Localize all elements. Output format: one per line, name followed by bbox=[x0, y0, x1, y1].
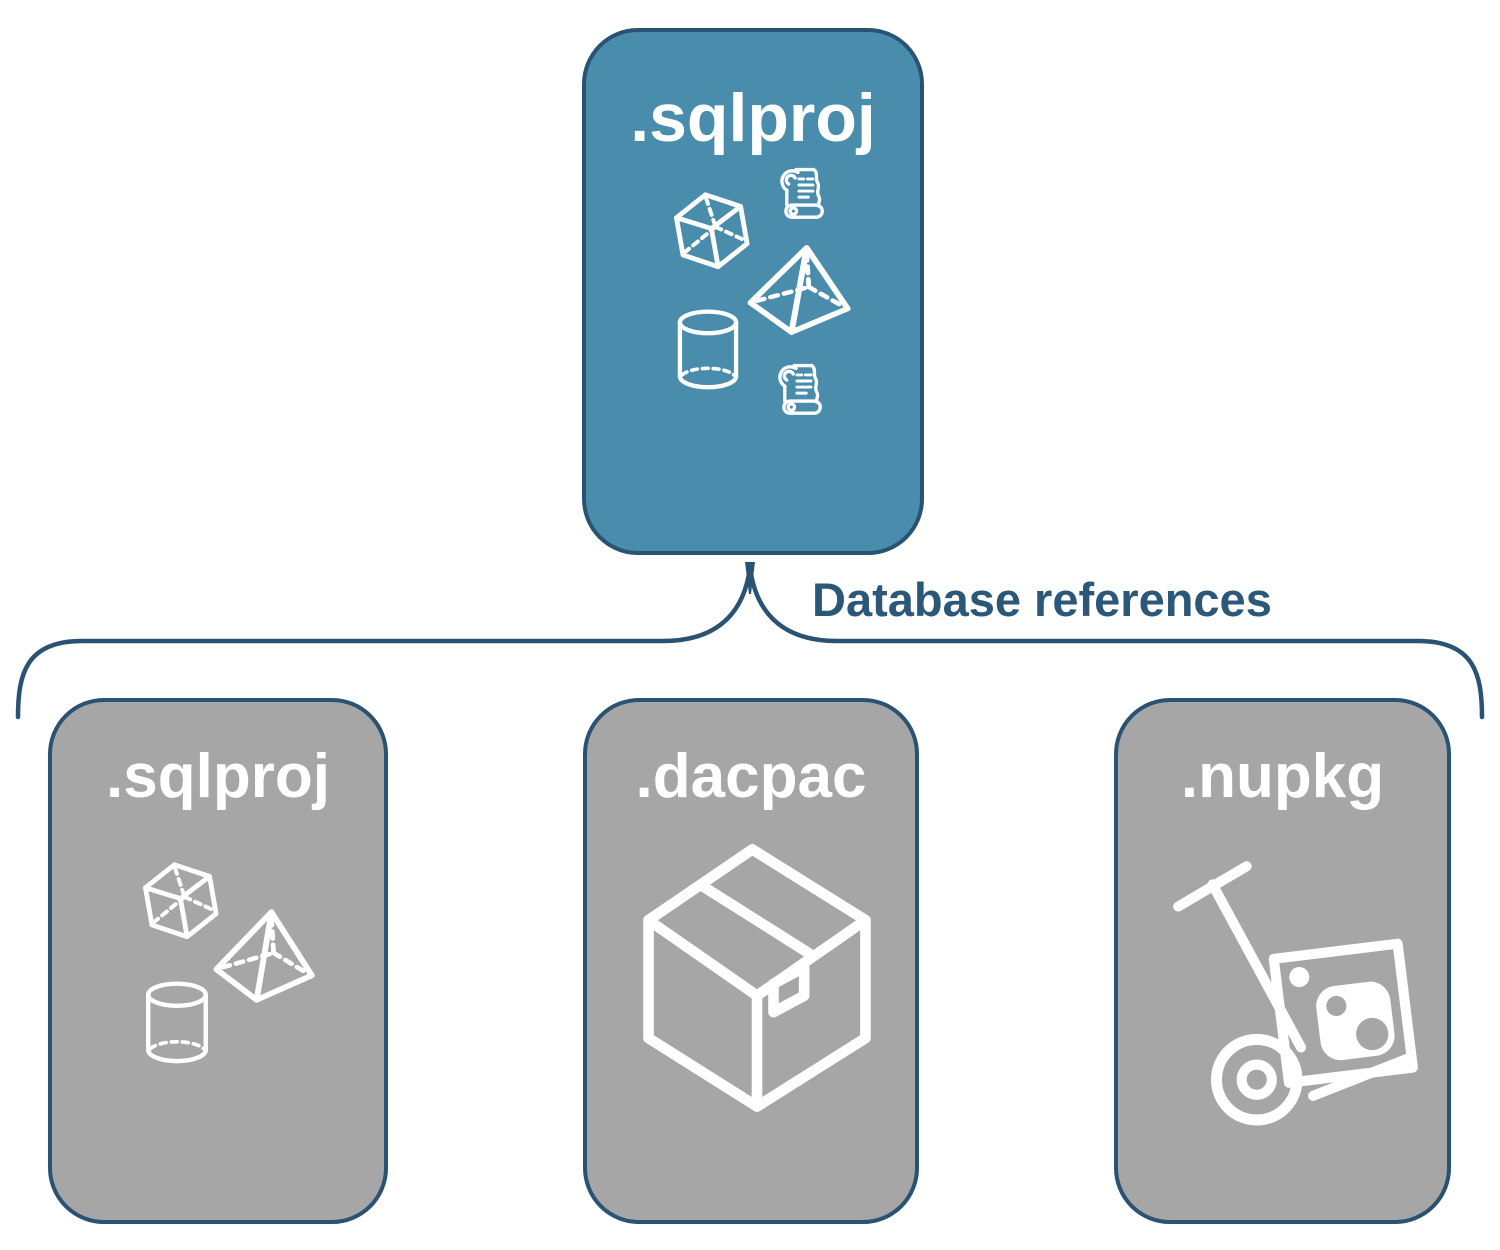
database-cylinder-icon bbox=[140, 980, 214, 1067]
node-child-sqlproj: .sqlproj bbox=[48, 698, 388, 1224]
hand-truck-nuget-icon bbox=[1166, 826, 1428, 1128]
node-child-nupkg: .nupkg bbox=[1114, 698, 1451, 1224]
node-child-dacpac-label: .dacpac bbox=[635, 742, 867, 811]
database-references-label: Database references bbox=[812, 573, 1272, 626]
scroll-icon bbox=[768, 358, 824, 418]
node-root-sqlproj: .sqlproj bbox=[582, 28, 924, 555]
node-child-nupkg-label: .nupkg bbox=[1180, 742, 1385, 811]
pyramid-3d-icon bbox=[210, 904, 316, 1006]
brace-peak-tip bbox=[745, 562, 755, 594]
scroll-icon bbox=[770, 162, 826, 222]
pyramid-3d-icon bbox=[744, 240, 852, 338]
package-box-icon bbox=[639, 840, 875, 1123]
node-root-sqlproj-label: .sqlproj bbox=[630, 80, 876, 156]
database-cylinder-icon bbox=[672, 308, 744, 393]
node-child-dacpac: .dacpac bbox=[583, 698, 919, 1224]
node-child-sqlproj-label: .sqlproj bbox=[106, 742, 330, 811]
